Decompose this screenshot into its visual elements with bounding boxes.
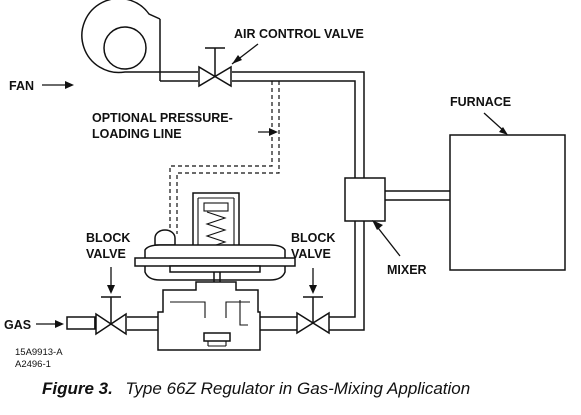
block-valve-left-label-line2: VALVE — [86, 247, 126, 261]
fan — [81, 0, 161, 81]
pressure-loading-line — [169, 81, 280, 234]
regulator-outlet-pipe — [258, 316, 297, 331]
mixer — [344, 177, 401, 257]
optional-pressure-label-line1: OPTIONAL PRESSURE- — [92, 111, 233, 125]
figure-title: Type 66Z Regulator in Gas-Mixing Applica… — [125, 379, 470, 398]
fan-label: FAN — [9, 79, 34, 93]
furnace — [449, 112, 566, 271]
block-valve-right — [296, 268, 330, 335]
air-duct — [160, 71, 365, 178]
optional-pressure-label-line2: LOADING LINE — [92, 127, 182, 141]
drawing-code-2: A2496-1 — [15, 359, 51, 370]
air-control-valve — [198, 43, 259, 88]
drawing-code-1: 15A9913-A — [15, 347, 63, 358]
block-valve-right-label-line1: BLOCK — [291, 231, 335, 245]
mixer-label: MIXER — [387, 263, 427, 277]
air-control-valve-label: AIR CONTROL VALVE — [234, 27, 364, 41]
fan-pointer-arrow — [42, 81, 74, 89]
furnace-label: FURNACE — [450, 95, 511, 109]
block-valve-left — [95, 267, 127, 336]
gas-inlet-pipe — [36, 316, 163, 331]
block-valve-right-label-line2: VALVE — [291, 247, 331, 261]
mixer-to-furnace-pipe — [385, 190, 450, 201]
gas-label: GAS — [4, 318, 31, 332]
block-valve-left-label-line1: BLOCK — [86, 231, 130, 245]
figure-number: Figure 3. — [42, 379, 113, 398]
gas-riser-pipe — [328, 221, 365, 331]
figure-caption: Figure 3. Type 66Z Regulator in Gas-Mixi… — [42, 379, 470, 398]
regulator — [134, 192, 296, 351]
